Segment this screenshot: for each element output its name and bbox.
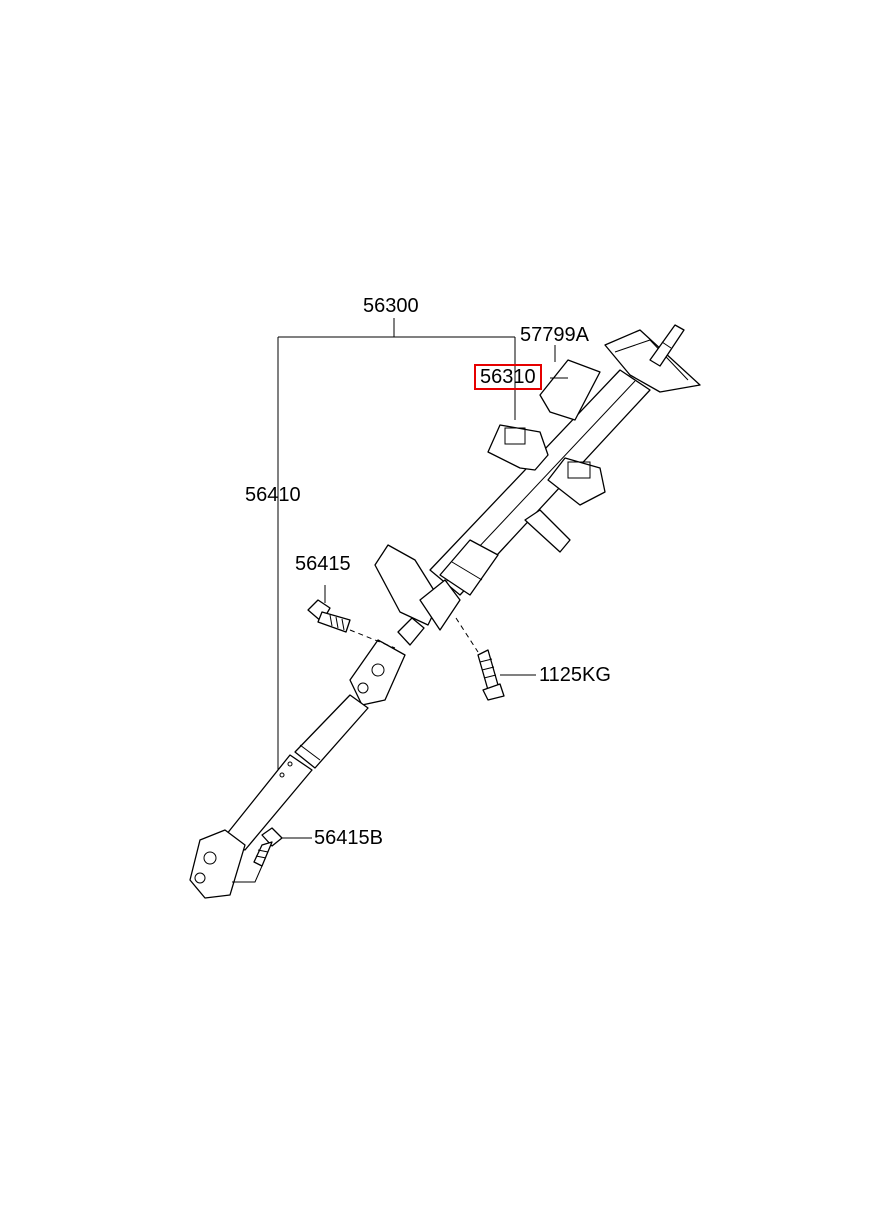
part-label-56415[interactable]: 56415	[295, 553, 351, 575]
leaders	[550, 345, 568, 379]
intermediate-shaft	[189, 617, 425, 899]
steering-column-upper	[374, 324, 701, 631]
bolt-56415	[307, 585, 396, 649]
bolt-1125KG	[455, 617, 536, 701]
part-label-57799A[interactable]: 57799A	[520, 324, 589, 346]
part-label-56410[interactable]: 56410	[245, 484, 301, 506]
part-label-1125KG[interactable]: 1125KG	[539, 664, 611, 686]
bolt-56415B	[232, 827, 312, 883]
part-label-56310[interactable]: 56310	[474, 364, 542, 390]
part-label-56415B[interactable]: 56415B	[314, 827, 383, 849]
leader-56300	[277, 318, 516, 770]
part-label-56300[interactable]: 56300	[363, 295, 419, 317]
